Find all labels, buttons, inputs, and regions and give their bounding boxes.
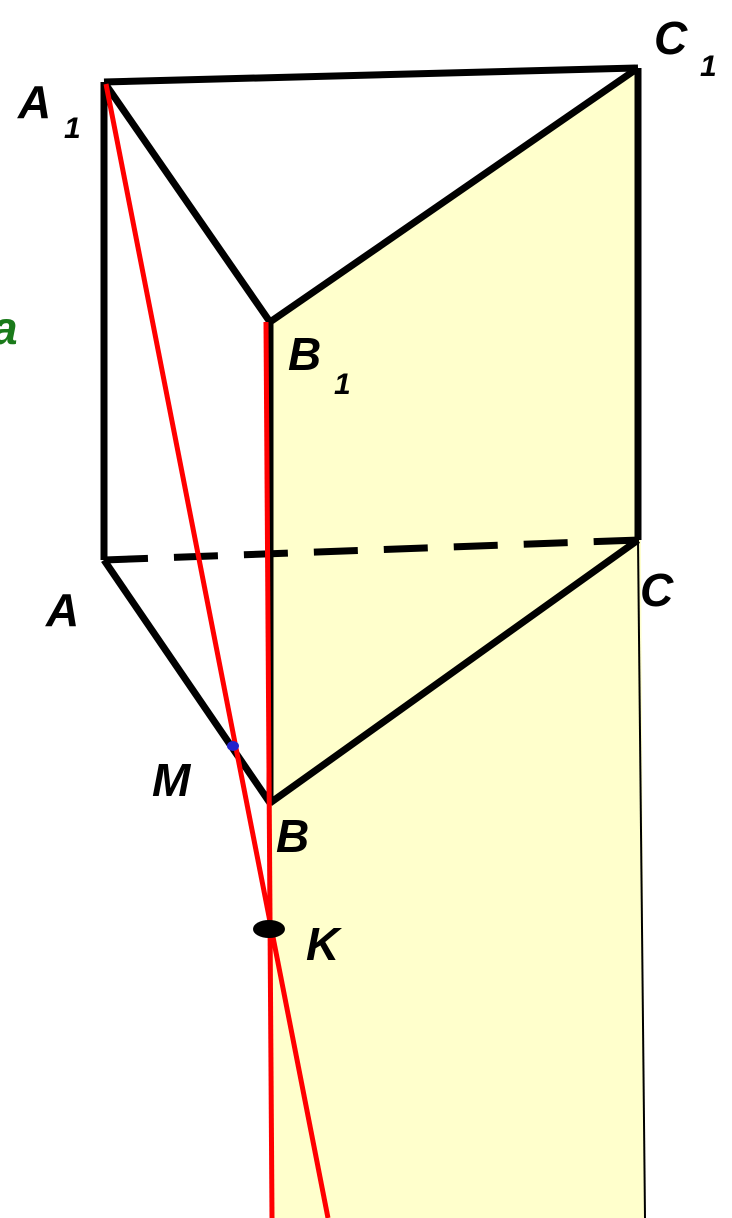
line-bb1-extension (263, 321, 275, 1218)
label-c1-subscript: 1 (700, 50, 717, 83)
label-m: M (152, 754, 192, 806)
edge-a1-b1 (101, 80, 273, 324)
label-k: K (306, 918, 342, 970)
edge-a1-c1 (103, 64, 639, 86)
label-c: C (640, 564, 674, 616)
cutting-plane (270, 68, 645, 1218)
label-b: B (276, 810, 309, 862)
edge-a-c-hidden (103, 536, 639, 564)
line-a1-k (103, 83, 331, 1218)
cutting-plane-right-edge (637, 539, 646, 1218)
label-c1: C (654, 12, 688, 64)
point-k (253, 920, 285, 938)
edge-b1-c1 (268, 65, 640, 325)
label-a: A (45, 584, 79, 636)
edge-a-b (101, 558, 273, 805)
point-m (227, 741, 239, 751)
label-b1: B (288, 328, 321, 380)
label-a1: A (17, 76, 51, 128)
label-a1-subscript: 1 (64, 112, 81, 145)
label-b1-subscript: 1 (334, 368, 351, 401)
edge-b-c (267, 537, 641, 806)
label-partial-left: а (0, 302, 18, 354)
